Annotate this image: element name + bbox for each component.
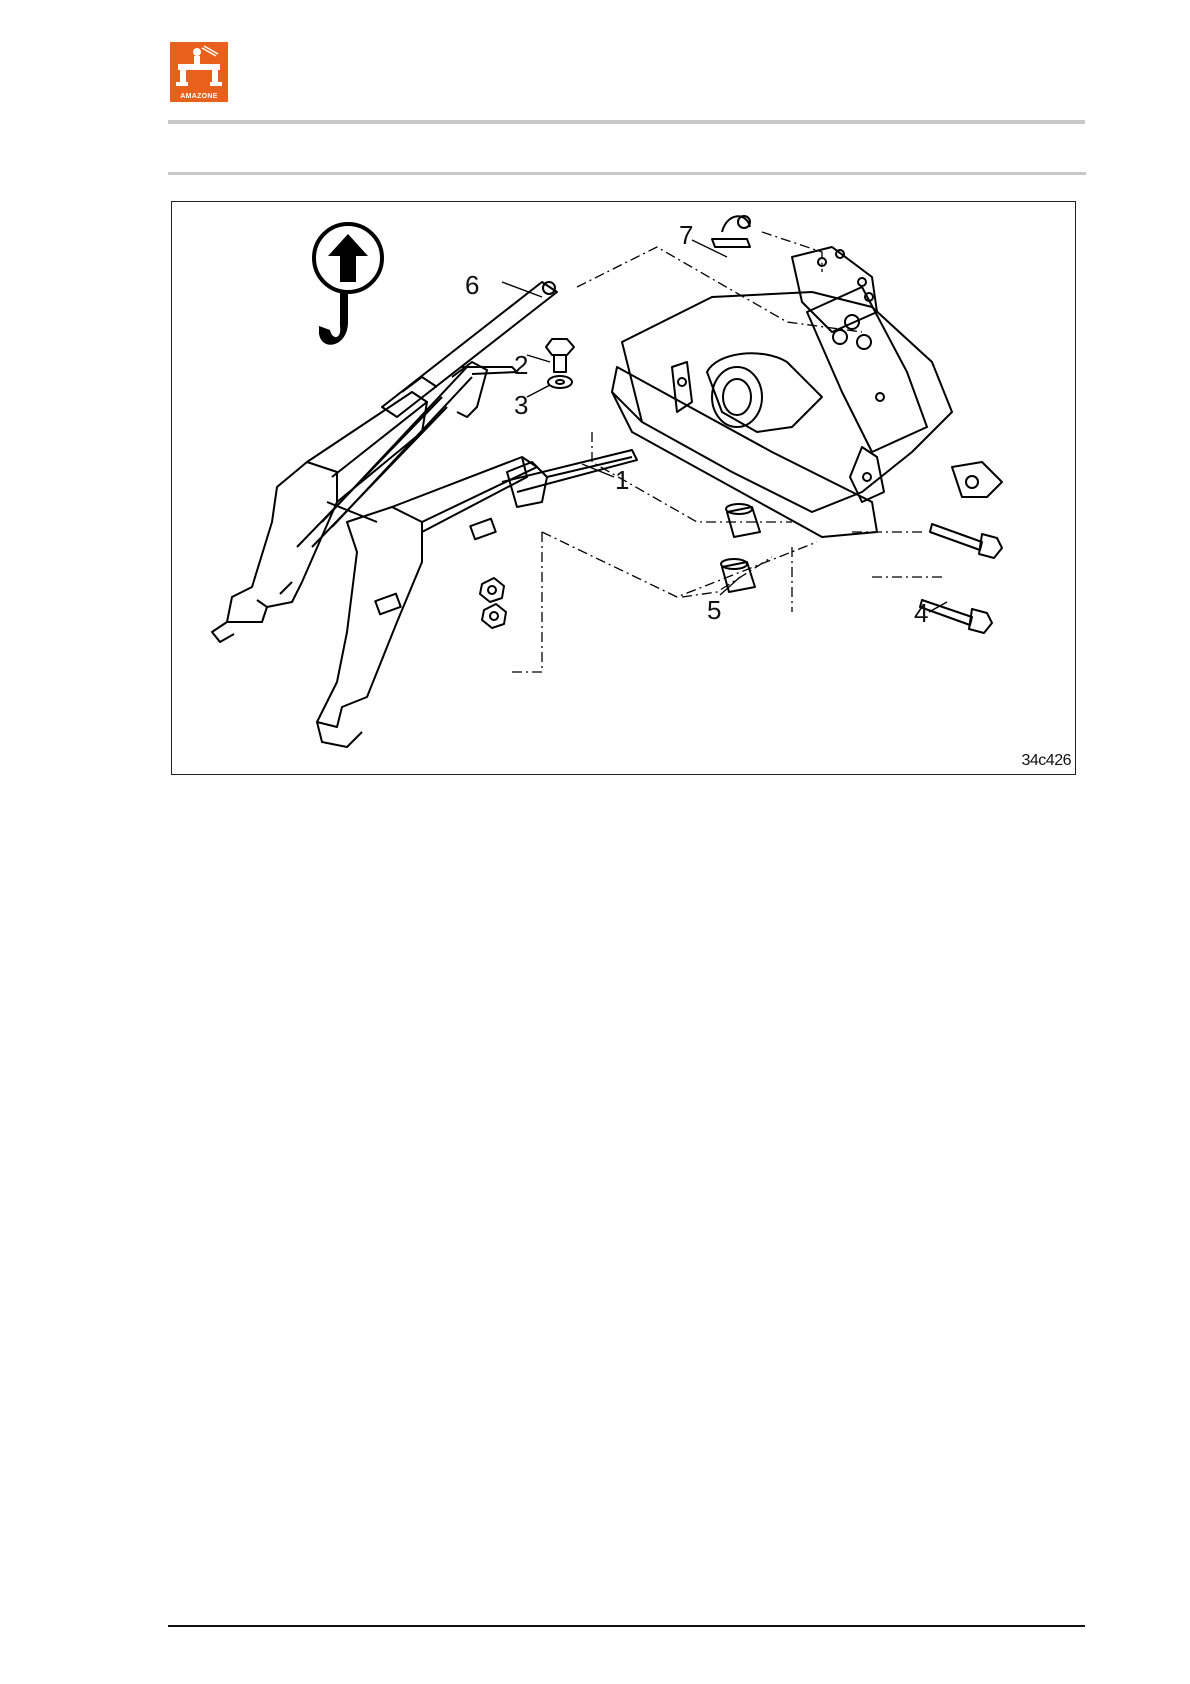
lifting-hook-icon [314, 224, 382, 345]
header-rule [168, 120, 1085, 124]
callout-3: 3 [514, 392, 528, 418]
figure-id: 34c426 [1022, 752, 1072, 770]
footer-rule [168, 1625, 1085, 1627]
assembly-figure: 6 2 3 1 5 4 7 34c426 [171, 201, 1076, 775]
logo-wordmark: AMAZONE [170, 93, 228, 100]
amazone-logo: AMAZONE [170, 42, 228, 102]
callout-6: 6 [465, 272, 479, 298]
callout-4: 4 [914, 600, 928, 626]
callout-5: 5 [707, 597, 721, 623]
callout-7: 7 [679, 222, 693, 248]
callout-2: 2 [514, 352, 528, 378]
section-rule [168, 172, 1086, 175]
callout-1: 1 [615, 467, 629, 493]
